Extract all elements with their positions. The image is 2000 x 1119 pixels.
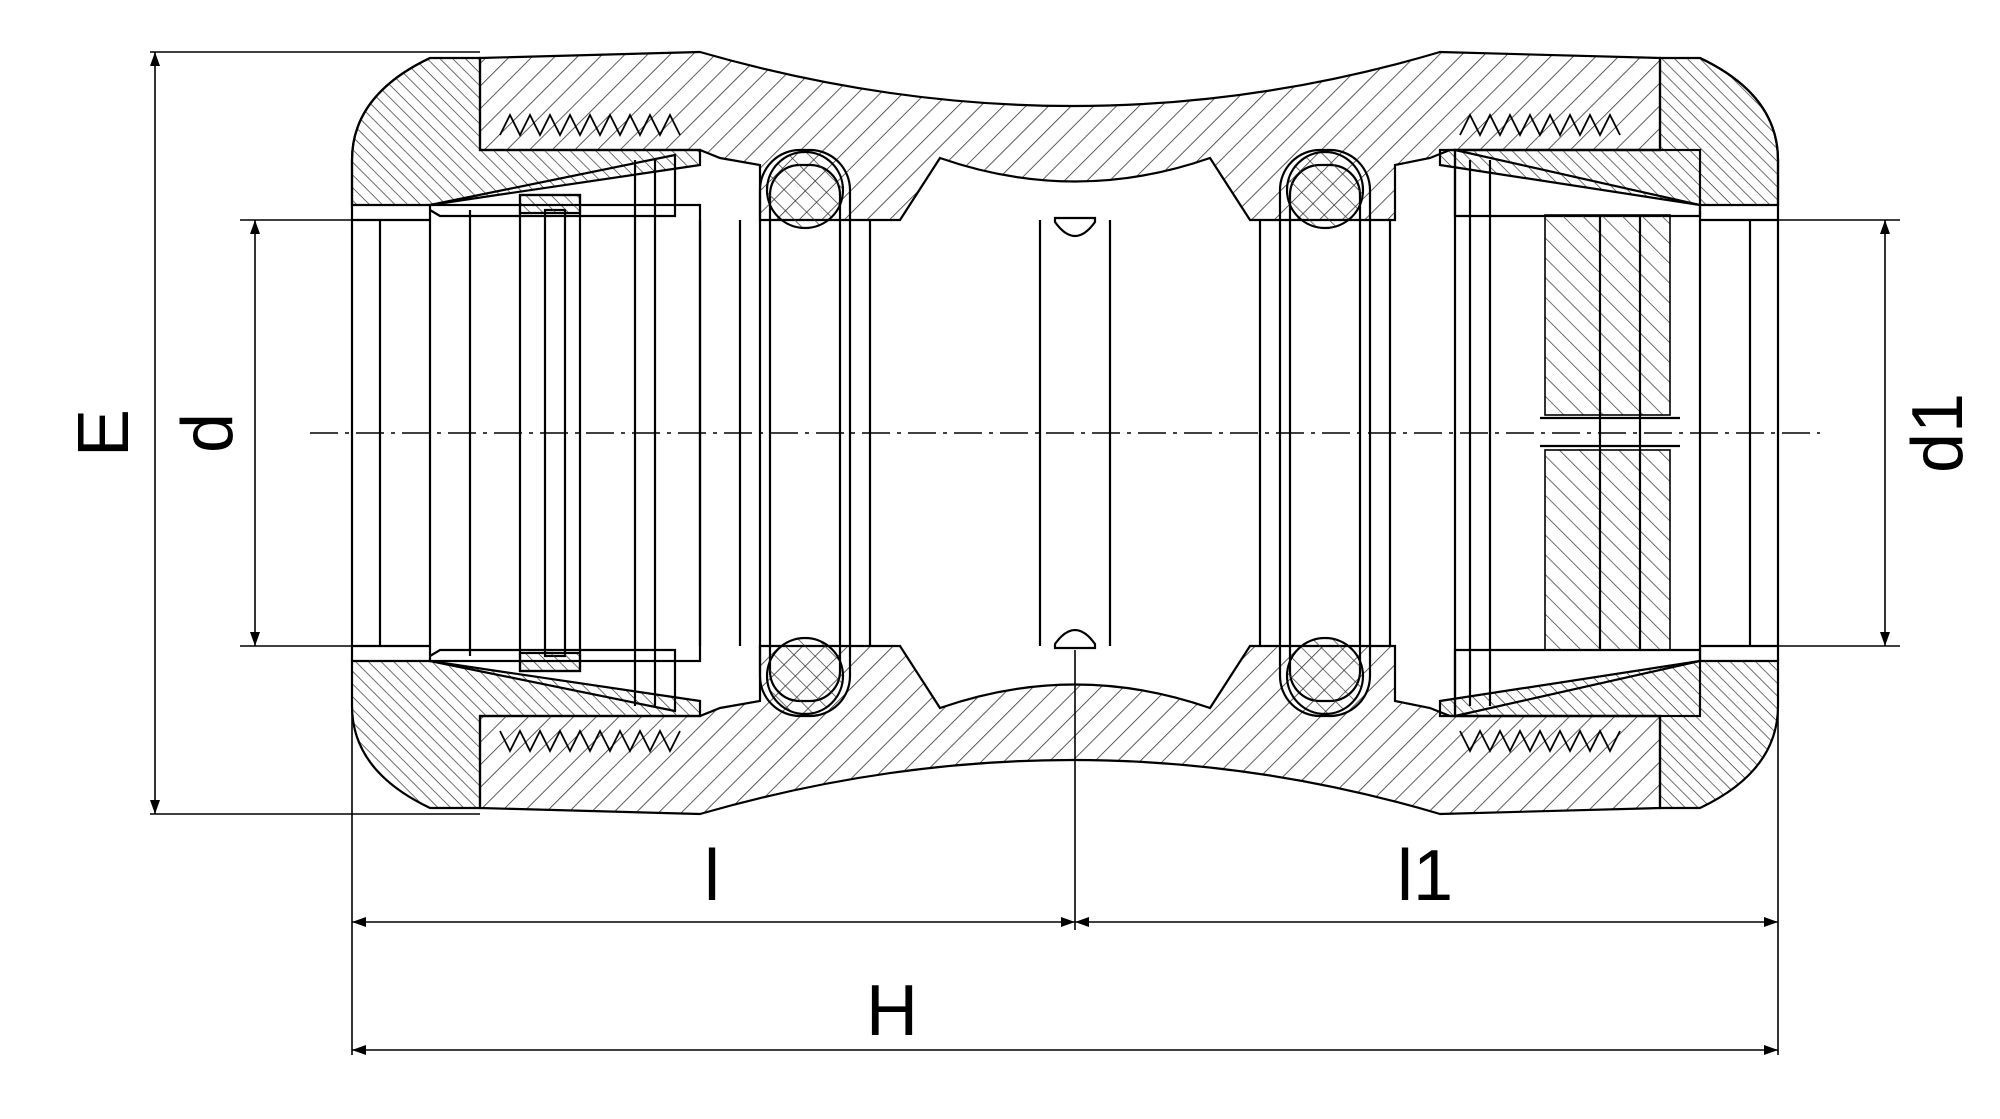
arrow-l-right (1061, 917, 1075, 927)
arrow-l1-right (1764, 917, 1778, 927)
left-cone-top (429, 153, 677, 218)
dim-label-d1: d1 (1898, 393, 1978, 473)
arrow-d1-top (1880, 220, 1890, 234)
right-oring-top (1285, 150, 1365, 230)
dim-label-d: d (168, 413, 248, 453)
left-thread-top (499, 112, 681, 138)
right-thread-bottom (1459, 728, 1621, 754)
right-thread-top (1459, 112, 1621, 138)
center-groove-top (1053, 216, 1097, 238)
arrow-d1-bottom (1880, 632, 1890, 646)
right-nut-outer-top (1699, 57, 1780, 205)
right-collet-teeth-bottom (1544, 449, 1671, 651)
arrow-l-left (352, 917, 366, 927)
left-thread-bottom (499, 728, 681, 754)
arrow-H-left (352, 1045, 366, 1055)
arrow-H-right (1764, 1045, 1778, 1055)
dimension-lines (150, 51, 1900, 1055)
body-top-wall (478, 50, 1662, 222)
right-collet-teeth-top (1544, 214, 1671, 416)
right-oring-bottom (1285, 636, 1365, 716)
center-groove-bottom (1053, 628, 1097, 650)
coupling-body (350, 50, 1780, 816)
right-cap-nut-bottom (1438, 659, 1780, 810)
arrow-d-top (250, 220, 260, 234)
left-oring-bottom (765, 636, 845, 716)
arrow-l1-left (1075, 917, 1089, 927)
dim-label-H: H (866, 971, 918, 1051)
dimension-arrowheads (150, 52, 1890, 1055)
arrow-E-bottom (150, 800, 160, 814)
body-bottom-wall (478, 644, 1662, 816)
left-nut-outer-top (350, 57, 431, 205)
arrow-d-bottom (250, 632, 260, 646)
arrow-E-top (150, 52, 160, 66)
left-cone-bottom (429, 648, 677, 713)
left-oring-top (765, 150, 845, 230)
dim-label-l1: l1 (1397, 836, 1453, 916)
dim-label-l: l (704, 836, 720, 916)
dim-label-E: E (64, 409, 144, 457)
